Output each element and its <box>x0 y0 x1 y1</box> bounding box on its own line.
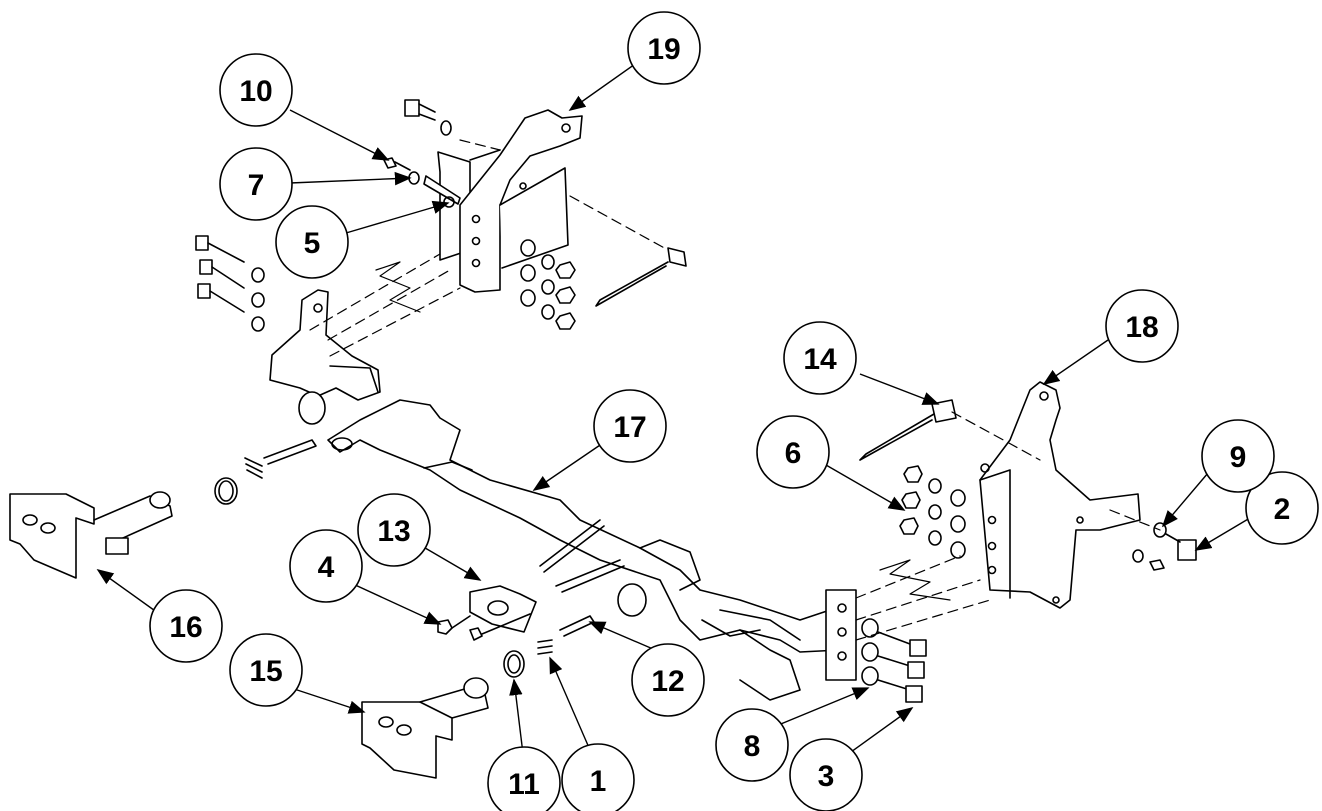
callout-15: 15 <box>229 633 303 707</box>
callout-17: 17 <box>593 389 667 463</box>
callout-circle <box>357 493 431 567</box>
callout-10: 10 <box>219 53 293 127</box>
callout-8: 8 <box>715 708 789 782</box>
callout-label: 16 <box>169 611 202 644</box>
callout-label: 10 <box>239 75 272 108</box>
callout-label: 5 <box>304 227 321 260</box>
callout-circle <box>783 321 857 395</box>
callout-label: 3 <box>818 760 835 793</box>
lower-chain-bracket <box>362 678 488 778</box>
callout-label: 15 <box>249 655 282 688</box>
callout-circle <box>219 53 293 127</box>
callout-circle <box>789 738 863 811</box>
callout-circle <box>289 529 363 603</box>
callout-label: 19 <box>647 33 680 66</box>
callout-circle <box>1245 471 1319 545</box>
callout-4: 4 <box>289 529 363 603</box>
callout-9: 9 <box>1201 419 1275 493</box>
left-chain-bracket <box>10 492 172 578</box>
callout-7: 7 <box>219 147 293 221</box>
callout-13: 13 <box>357 493 431 567</box>
callout-label: 1 <box>590 765 607 798</box>
callout-circle <box>1105 289 1179 363</box>
main-crossbar <box>270 290 856 700</box>
callout-2: 2 <box>1245 471 1319 545</box>
callout-circle <box>1201 419 1275 493</box>
upper-left-bracket <box>384 100 686 329</box>
right-bracket <box>860 382 1196 702</box>
callout-label: 2 <box>1274 493 1291 526</box>
callout-circle <box>756 415 830 489</box>
callout-circle <box>275 205 349 279</box>
callout-label: 11 <box>508 768 540 801</box>
callout-14: 14 <box>783 321 857 395</box>
callout-circle <box>631 643 705 717</box>
callout-circle <box>149 589 223 663</box>
callout-circle <box>561 743 635 811</box>
callout-label: 8 <box>744 730 761 763</box>
callout-18: 18 <box>1105 289 1179 363</box>
left-pin-spring <box>215 440 316 504</box>
callout-6: 6 <box>756 415 830 489</box>
callout-19: 19 <box>627 11 701 85</box>
callout-label: 18 <box>1125 311 1158 344</box>
center-small-parts <box>438 520 624 677</box>
callout-label: 12 <box>651 665 684 698</box>
callout-label: 7 <box>248 169 265 202</box>
callout-12: 12 <box>631 643 705 717</box>
callout-5: 5 <box>275 205 349 279</box>
callout-circle <box>219 147 293 221</box>
callout-label: 17 <box>613 411 646 444</box>
callout-label: 14 <box>803 343 837 376</box>
left-bolt-stack <box>196 236 264 331</box>
callout-1: 1 <box>561 743 635 811</box>
callout-11: 11 <box>487 746 561 811</box>
callout-label: 13 <box>377 515 410 548</box>
callout-circle <box>593 389 667 463</box>
callout-label: 6 <box>785 437 802 470</box>
callout-circle <box>627 11 701 85</box>
callout-label: 4 <box>318 551 335 584</box>
callout-circle <box>229 633 303 707</box>
callout-circle <box>715 708 789 782</box>
callout-16: 16 <box>149 589 223 663</box>
zigzag-lines <box>376 262 950 600</box>
callout-circle <box>487 746 561 811</box>
callout-label: 9 <box>1230 441 1247 474</box>
callout-3: 3 <box>789 738 863 811</box>
